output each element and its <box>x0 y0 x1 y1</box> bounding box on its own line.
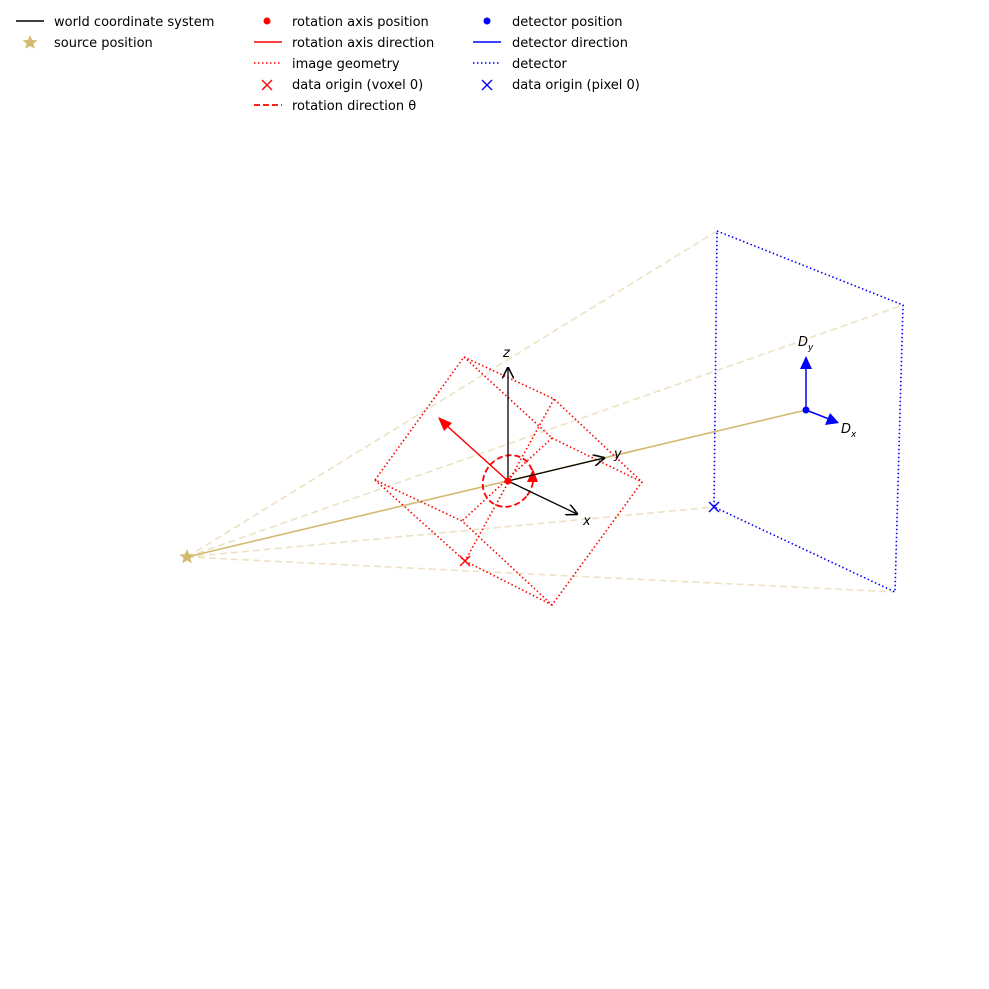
source-rays <box>186 230 904 593</box>
legend-item-detector: detector <box>473 57 568 72</box>
ray-top-right <box>186 304 904 558</box>
detector-y-label: Dy <box>798 335 814 353</box>
rotation-axis-arrowhead-icon <box>438 417 452 431</box>
legend-item-detector-direction: detector direction <box>473 36 628 51</box>
legend-item-source-position: source position <box>22 35 153 51</box>
detector-x-arrowhead-icon <box>825 413 839 425</box>
legend-label: detector <box>512 57 568 72</box>
legend-label: detector direction <box>512 36 628 51</box>
ray-top-left <box>186 230 718 558</box>
detector-outline <box>713 229 904 594</box>
ray-bottom-right <box>186 556 896 593</box>
source-position-star-icon <box>179 549 195 564</box>
legend-item-data-origin-voxel: data origin (voxel 0) <box>261 78 423 93</box>
legend-item-world-coordinate-system: world coordinate system <box>16 15 214 30</box>
legend-item-data-origin-pixel: data origin (pixel 0) <box>481 78 640 93</box>
detector-y-arrowhead-icon <box>800 356 812 369</box>
legend-label: rotation axis position <box>292 15 429 30</box>
world-coordinate-system <box>508 368 604 514</box>
y-axis-arrow <box>507 458 604 482</box>
legend-label: rotation axis direction <box>292 36 434 51</box>
rotation-direction-ellipse <box>481 454 535 508</box>
rotation-axis-position-dot <box>504 477 512 485</box>
detector-x-direction-line <box>805 409 830 420</box>
legend-label: rotation direction θ <box>292 99 416 114</box>
legend-item-rotation-axis-position: rotation axis position <box>263 15 429 30</box>
rotation-axis-line <box>445 424 509 482</box>
legend: world coordinate system source position … <box>16 15 640 114</box>
legend-label: image geometry <box>292 57 400 72</box>
detector-position-dot <box>802 406 810 414</box>
legend-item-rotation-axis-direction: rotation axis direction <box>254 36 434 51</box>
legend-label: data origin (voxel 0) <box>292 78 423 93</box>
x-axis-arrow <box>507 480 577 514</box>
legend-item-image-geometry: image geometry <box>254 57 400 72</box>
legend-label: world coordinate system <box>54 15 214 30</box>
central-ray <box>186 409 807 558</box>
legend-item-detector-position: detector position <box>483 15 623 30</box>
x-axis-label: x <box>582 514 591 529</box>
y-axis-label: y <box>613 447 622 462</box>
dot-icon <box>263 17 271 25</box>
voxel-origin-cross-icon <box>459 555 471 567</box>
cross-icon <box>261 79 273 91</box>
dot-icon <box>483 17 491 25</box>
cross-icon <box>481 79 493 91</box>
legend-item-rotation-direction: rotation direction θ <box>254 99 416 114</box>
pixel-origin-cross-icon <box>708 501 720 513</box>
star-icon <box>22 35 38 49</box>
ray-bottom-left <box>186 506 715 558</box>
z-axis-label: z <box>502 346 511 361</box>
legend-label: source position <box>54 36 153 51</box>
detector-x-label: Dx <box>841 422 857 440</box>
legend-label: detector position <box>512 15 623 30</box>
legend-label: data origin (pixel 0) <box>512 78 640 93</box>
